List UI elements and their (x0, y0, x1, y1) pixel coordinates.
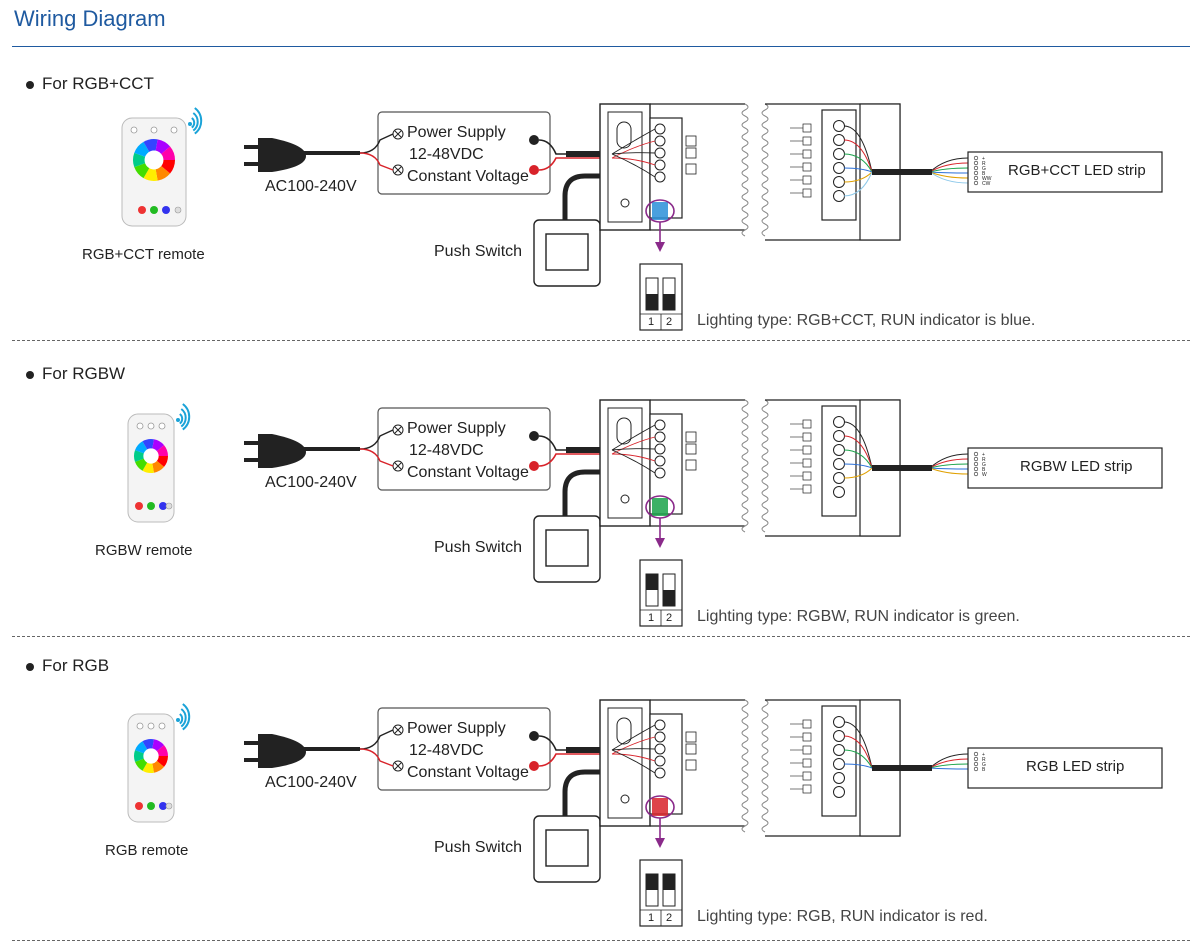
wireless-signal-icon (176, 403, 191, 431)
dip-number-1: 1 (648, 912, 655, 924)
page-title: Wiring Diagram (14, 6, 166, 31)
dip-switch-icon (639, 859, 683, 927)
dip-switch-icon (639, 559, 683, 627)
led-strip-icon: +RGB (967, 747, 1163, 789)
dc-output-wires (538, 735, 616, 816)
strip-pin-label: CW (982, 181, 991, 187)
strip-pin-label: + (982, 156, 985, 162)
strip-pin-label: R (982, 457, 986, 463)
led-strip-label: RGB LED strip (1026, 758, 1125, 775)
section-heading: For RGB+CCT (26, 74, 154, 94)
strip-pin-label: W (982, 472, 987, 478)
led-strip-label: RGBW LED strip (1020, 458, 1133, 475)
section-divider (12, 940, 1190, 941)
strip-pin-label: WW (982, 176, 992, 182)
strip-pin-label: + (982, 752, 985, 758)
controller-device-icon (599, 103, 769, 252)
remote-control-icon (121, 117, 187, 227)
lighting-type-note: Lighting type: RGB+CCT, RUN indicator is… (697, 312, 1036, 329)
plug-voltage-label: AC100-240V (265, 774, 357, 791)
wireless-signal-icon (176, 703, 191, 731)
dip-number-1: 1 (648, 316, 655, 328)
remote-control-icon (127, 413, 175, 523)
dc-output-wires (538, 435, 616, 516)
power-supply-type: Constant Voltage (407, 764, 529, 781)
push-switch-label: Push Switch (434, 243, 523, 260)
lighting-type-note: Lighting type: RGBW, RUN indicator is gr… (697, 608, 1020, 625)
led-strip-icon: +RGBW (967, 447, 1163, 489)
dip-switch-icon (639, 263, 683, 331)
power-supply-type: Constant Voltage (407, 168, 529, 185)
plug-voltage-label: AC100-240V (265, 474, 357, 491)
strip-pin-label: G (982, 166, 986, 172)
dip-number-2: 2 (666, 316, 673, 328)
dip-number-1: 1 (648, 612, 655, 624)
controller-output-terminals (765, 699, 969, 837)
push-switch-icon (533, 815, 601, 883)
push-switch-icon (533, 219, 601, 287)
title-rule (12, 46, 1190, 47)
dip-number-2: 2 (666, 612, 673, 624)
strip-pin-label: R (982, 757, 986, 763)
controller-device-icon (599, 399, 769, 548)
power-supply-voltage: 12-48VDC (409, 442, 484, 459)
push-switch-label: Push Switch (434, 539, 523, 556)
remote-control-icon (127, 713, 175, 823)
section-divider (12, 636, 1190, 637)
controller-output-terminals (765, 399, 969, 537)
strip-pin-label: G (982, 762, 986, 768)
strip-pin-label: G (982, 462, 986, 468)
power-supply-label: Power Supply (407, 124, 506, 141)
power-plug-icon (244, 434, 360, 468)
power-supply-box (359, 407, 551, 491)
lighting-type-note: Lighting type: RGB, RUN indicator is red… (697, 908, 988, 925)
dip-number-2: 2 (666, 912, 673, 924)
strip-pin-label: B (982, 171, 986, 177)
remote-label: RGB remote (105, 842, 189, 859)
power-supply-voltage: 12-48VDC (409, 146, 484, 163)
strip-pin-label: B (982, 467, 986, 473)
power-supply-label: Power Supply (407, 420, 506, 437)
power-supply-type: Constant Voltage (407, 464, 529, 481)
plug-voltage-label: AC100-240V (265, 178, 357, 195)
section-divider (12, 340, 1190, 341)
power-supply-voltage: 12-48VDC (409, 742, 484, 759)
section-heading: For RGBW (26, 364, 125, 384)
controller-output-terminals (765, 103, 969, 241)
remote-label: RGBW remote (95, 542, 193, 559)
remote-label: RGB+CCT remote (82, 246, 205, 263)
power-supply-box (359, 707, 551, 791)
power-plug-icon (244, 734, 360, 768)
controller-device-icon (599, 699, 769, 848)
push-switch-label: Push Switch (434, 839, 523, 856)
section-heading: For RGB (26, 656, 109, 676)
push-switch-icon (533, 515, 601, 583)
dc-output-wires (538, 139, 616, 220)
power-plug-icon (244, 138, 360, 172)
power-supply-label: Power Supply (407, 720, 506, 737)
strip-pin-label: R (982, 161, 986, 167)
strip-pin-label: B (982, 767, 986, 773)
strip-pin-label: + (982, 452, 985, 458)
led-strip-label: RGB+CCT LED strip (1008, 162, 1146, 179)
power-supply-box (359, 111, 551, 195)
wireless-signal-icon (188, 107, 203, 135)
